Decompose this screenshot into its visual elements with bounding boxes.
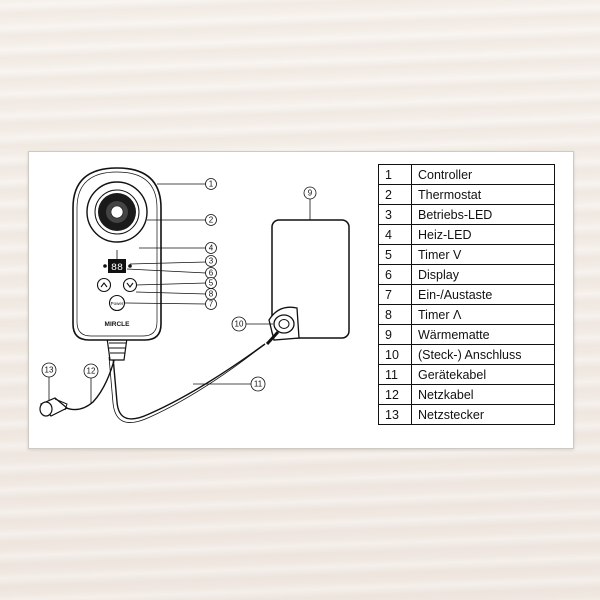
svg-text:3: 3 (209, 257, 214, 266)
svg-text:2: 2 (209, 216, 214, 225)
legend-number: 8 (378, 304, 412, 325)
legend-number: 2 (378, 184, 412, 205)
thermostat-knob[interactable] (86, 181, 148, 243)
strain-relief (106, 337, 128, 361)
device-cable (112, 343, 266, 420)
legend-number: 7 (378, 284, 412, 305)
svg-text:6: 6 (209, 269, 214, 278)
legend-label: Display (411, 264, 555, 285)
legend-number: 13 (378, 404, 412, 425)
svg-text:11: 11 (254, 380, 263, 389)
legend-label: Netzstecker (411, 404, 555, 425)
display-value: 88 (111, 263, 123, 274)
legend-label: (Steck-) Anschluss (411, 344, 555, 365)
svg-text:1: 1 (209, 180, 214, 189)
svg-text:8: 8 (209, 290, 214, 299)
legend-number: 11 (378, 364, 412, 385)
power-button-label: Power (111, 301, 124, 306)
legend-label: Thermostat (411, 184, 555, 205)
leader-lines (48, 183, 311, 403)
power-button[interactable]: Power (108, 294, 126, 312)
svg-text:13: 13 (45, 366, 54, 375)
device-cable-edge (108, 343, 266, 423)
mat-connector (265, 306, 300, 346)
svg-text:10: 10 (235, 320, 244, 329)
legend-number: 5 (378, 244, 412, 265)
legend-number: 1 (378, 164, 412, 185)
timer-up-button[interactable] (96, 277, 112, 293)
legend-label: Ein-/Austaste (411, 284, 555, 305)
power-plug (39, 397, 69, 417)
svg-text:9: 9 (308, 189, 313, 198)
legend-number: 6 (378, 264, 412, 285)
down-arrow-icon (126, 282, 134, 288)
diagram-card: 88 Power MIRCLE (28, 151, 574, 449)
legend-label: Timer V (411, 244, 555, 265)
callout-numbers: 1 2 4 3 6 5 7 9 10 11 12 13 (41, 178, 317, 392)
up-arrow-icon (100, 282, 108, 288)
heating-led (103, 264, 107, 268)
svg-text:4: 4 (209, 244, 214, 253)
svg-text:7: 7 (209, 300, 214, 309)
device-diagram: 88 Power MIRCLE (39, 167, 350, 423)
svg-text:12: 12 (87, 367, 96, 376)
legend-number: 9 (378, 324, 412, 345)
callout-8: 8 (135, 288, 217, 300)
legend-number: 12 (378, 384, 412, 405)
display (108, 259, 126, 273)
legend-label: Netzkabel (411, 384, 555, 405)
brand-label: MIRCLE (105, 321, 131, 328)
operation-led (128, 264, 132, 268)
legend-number: 4 (378, 224, 412, 245)
legend-label: Betriebs-LED (411, 204, 555, 225)
legend-row: 10(Steck-) Anschluss (378, 344, 555, 365)
legend-label: Timer Λ (411, 304, 555, 325)
svg-text:5: 5 (209, 279, 214, 288)
legend-label: Gerätekabel (411, 364, 555, 385)
legend-label: Heiz-LED (411, 224, 555, 245)
legend-number: 3 (378, 204, 412, 225)
timer-down-button[interactable] (122, 277, 138, 293)
power-cable (63, 356, 116, 411)
legend-number: 10 (378, 344, 412, 365)
legend-label: Controller (411, 164, 555, 185)
legend-label: Wärmematte (411, 324, 555, 345)
